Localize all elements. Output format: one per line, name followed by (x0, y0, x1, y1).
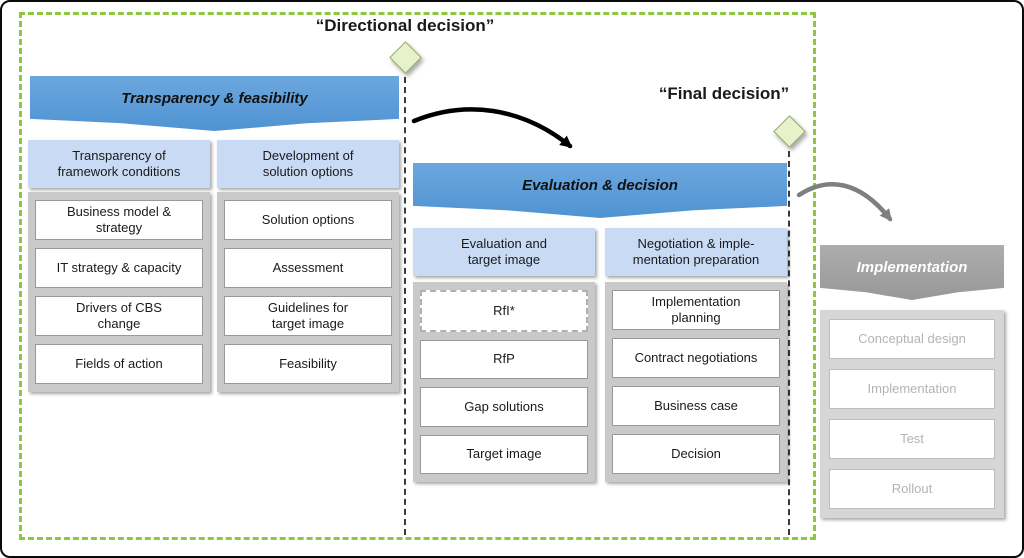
item-rfi: RfI* (420, 290, 588, 332)
panel-negotiation-implementation-preparation: Implementation planning Contract negotia… (605, 282, 787, 482)
item-solution-options: Solution options (224, 200, 392, 240)
directional-decision-diamond-icon (389, 41, 422, 74)
item-decision: Decision (612, 434, 780, 474)
final-decision-title: “Final decision” (658, 84, 790, 103)
panel-development-of-solution-options: Solution options Assessment Guidelines f… (217, 192, 399, 392)
diamond-shape (773, 115, 806, 148)
item-implementation: Implementation (829, 369, 995, 409)
phase-banner-implementation: Implementation (820, 245, 1004, 300)
item-drivers-of-cbs-change: Drivers of CBS change (35, 296, 203, 336)
item-rollout: Rollout (829, 469, 995, 509)
directional-decision-milestone-line (404, 77, 406, 535)
scope-dashed-border (19, 12, 816, 540)
item-it-strategy-capacity: IT strategy & capacity (35, 248, 203, 288)
panel-transparency-of-framework-conditions: Business model & strategy IT strategy & … (28, 192, 210, 392)
item-gap-solutions: Gap solutions (420, 387, 588, 427)
diamond-shape (389, 41, 422, 74)
item-conceptual-design: Conceptual design (829, 319, 995, 359)
item-guidelines-for-target-image: Guidelines for target image (224, 296, 392, 336)
item-implementation-planning: Implementation planning (612, 290, 780, 330)
column-header-evaluation-and-target-image: Evaluation and target image (413, 228, 595, 276)
item-feasibility: Feasibility (224, 344, 392, 384)
item-contract-negotiations: Contract negotiations (612, 338, 780, 378)
final-decision-milestone-line (788, 151, 790, 535)
column-header-development-of-solution-options: Development of solution options (217, 140, 399, 188)
column-header-negotiation-implementation-preparation: Negotiation & imple- mentation preparati… (605, 228, 787, 276)
item-assessment: Assessment (224, 248, 392, 288)
item-business-case: Business case (612, 386, 780, 426)
panel-evaluation-and-target-image: RfI* RfP Gap solutions Target image (413, 282, 595, 482)
item-fields-of-action: Fields of action (35, 344, 203, 384)
item-target-image: Target image (420, 434, 588, 474)
panel-implementation: Conceptual design Implementation Test Ro… (820, 310, 1004, 518)
directional-decision-title: “Directional decision” (315, 16, 495, 35)
phase-banner-evaluation-decision: Evaluation & decision (413, 163, 787, 218)
item-test: Test (829, 419, 995, 459)
final-decision-diamond-icon (773, 115, 806, 148)
item-business-model-strategy: Business model & strategy (35, 200, 203, 240)
column-header-transparency-of-framework-conditions: Transparency of framework conditions (28, 140, 210, 188)
item-rfp: RfP (420, 339, 588, 379)
